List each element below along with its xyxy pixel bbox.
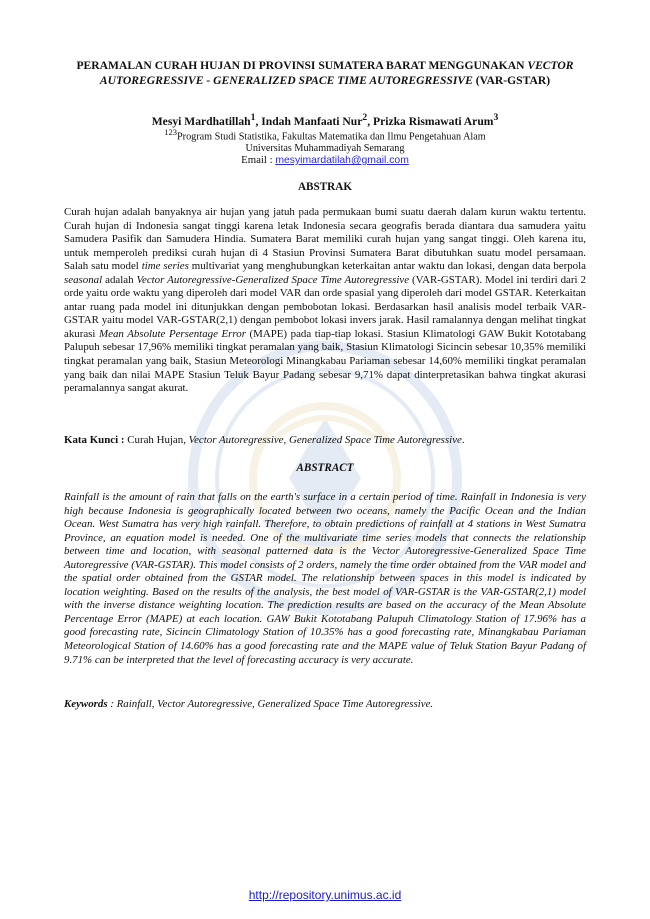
- email-link[interactable]: mesyimardatilah@gmail.com: [275, 155, 409, 166]
- title-italic-text: VECTOR AUTOREGRESSIVE - GENERALIZED SPAC…: [99, 59, 574, 87]
- author-name: Prizka Rismawati Arum: [373, 114, 494, 128]
- abstract-heading: ABSTRACT: [296, 462, 354, 474]
- abstrak-text: multivariat yang menghubungkan keterkait…: [188, 260, 586, 273]
- author-name: Mesyi Mardhatillah: [151, 114, 251, 128]
- kata-kunci-italic: Vector Autoregressive, Generalized Space…: [188, 434, 462, 446]
- author-sup: 1: [250, 112, 256, 123]
- abstrak-italic: Vector Autoregressive-Generalized Space …: [136, 273, 410, 286]
- email-label: Email :: [241, 154, 276, 166]
- abstrak-italic: seasonal: [64, 273, 103, 286]
- author-sup: 3: [493, 112, 499, 123]
- keywords-label: Keywords: [64, 698, 108, 710]
- title-suffix: (VAR-GSTAR): [472, 74, 551, 87]
- abstrak-text: (VAR-GSTAR). Model ini terdiri dari 2 or…: [64, 273, 586, 340]
- paper-title: PERAMALAN CURAH HUJAN DI PROVINSI SUMATE…: [56, 58, 594, 88]
- abstrak-text: Curah hujan adalah banyaknya air hujan y…: [64, 206, 586, 273]
- keywords: Keywords : Rainfall, Vector Autoregressi…: [64, 697, 586, 711]
- kata-kunci: Kata Kunci : Curah Hujan, Vector Autoreg…: [64, 433, 586, 447]
- author-name: Indah Manfaati Nur: [261, 114, 363, 128]
- kata-kunci-text: Curah Hujan,: [124, 434, 189, 446]
- abstrak-body: Curah hujan adalah banyaknya air hujan y…: [64, 206, 586, 396]
- repository-link[interactable]: http://repository.unimus.ac.id: [248, 888, 402, 902]
- author-sup: 2: [362, 112, 368, 123]
- kata-kunci-label: Kata Kunci :: [64, 434, 125, 446]
- kata-kunci-end: .: [461, 434, 465, 446]
- abstrak-heading: ABSTRAK: [297, 181, 353, 193]
- affiliation-line-1: Program Studi Statistika, Fakultas Matem…: [177, 131, 486, 143]
- abstract-body: Rainfall is the amount of rain that fall…: [64, 491, 586, 666]
- author-list: Mesyi Mardhatillah1, Indah Manfaati Nur2…: [151, 112, 499, 128]
- affiliation-line-2: Universitas Muhammadiyah Semarang: [245, 143, 405, 155]
- keywords-text: : Rainfall, Vector Autoregressive, Gener…: [107, 698, 434, 710]
- affiliation-sup: 123: [164, 127, 178, 137]
- abstrak-italic: time series: [141, 260, 189, 273]
- abstrak-text: adalah: [102, 273, 137, 286]
- footer: http://repository.unimus.ac.id: [0, 888, 650, 902]
- affiliation: 123Program Studi Statistika, Fakultas Ma…: [40, 126, 610, 155]
- abstrak-text: (MAPE) pada tiap-tiap lokasi. Stasiun Kl…: [64, 327, 587, 395]
- abstrak-italic: Mean Absolute Persentage Error: [99, 327, 246, 340]
- email-line: Email : mesyimardatilah@gmail.com: [40, 153, 610, 168]
- title-text: PERAMALAN CURAH HUJAN DI PROVINSI SUMATE…: [76, 59, 528, 72]
